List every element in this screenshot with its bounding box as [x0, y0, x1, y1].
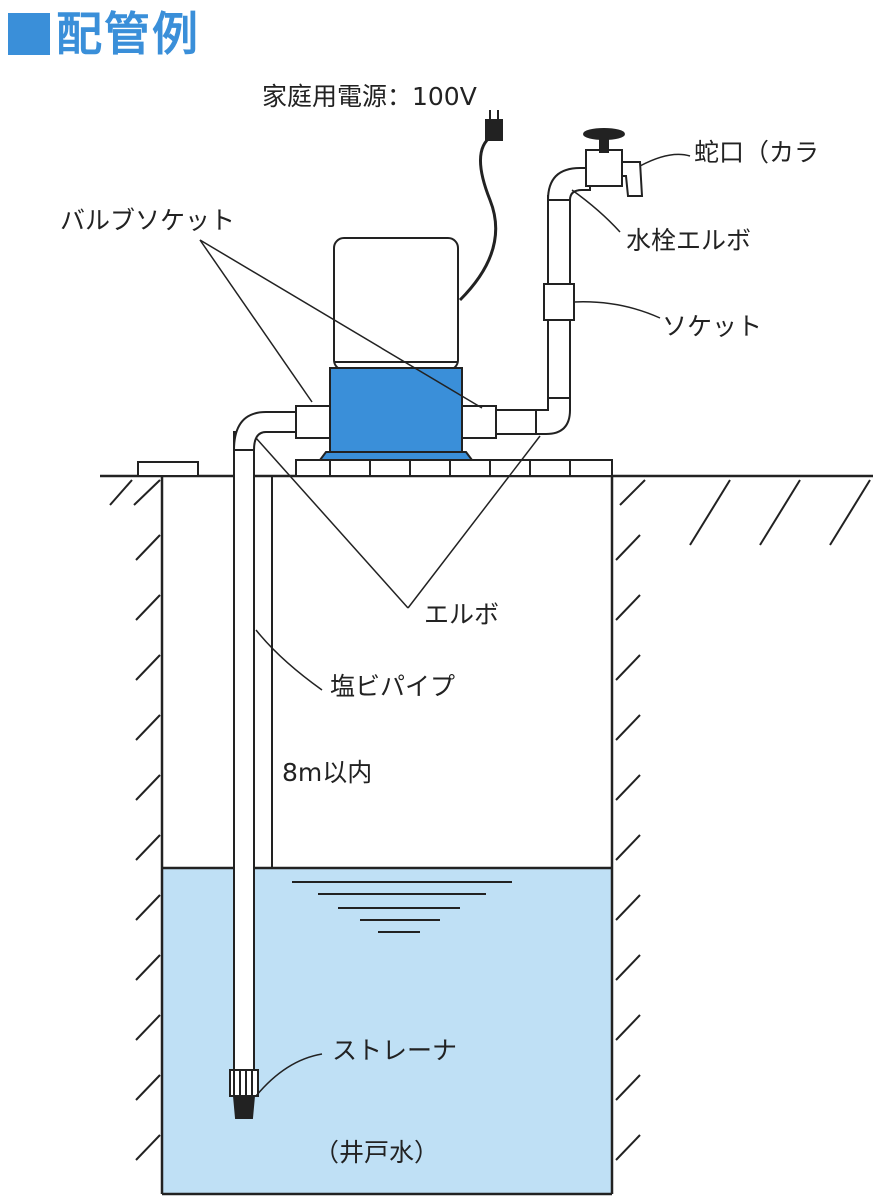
pump-foot [318, 451, 474, 461]
label-strainer: ストレーナ [332, 1036, 458, 1065]
valve-socket-right [461, 405, 497, 439]
outlet-elbow [535, 395, 571, 435]
pump-body [329, 367, 463, 453]
label-socket: ソケット [662, 312, 763, 341]
valve-socket-left [295, 405, 335, 439]
label-hydrant-elbow: 水栓エルボ [626, 226, 752, 255]
power-cord [458, 134, 498, 302]
label-elbow: エルボ [424, 600, 500, 629]
pump-motor-housing [333, 237, 459, 371]
ground-hatch-left [109, 479, 161, 1161]
faucet [583, 128, 644, 197]
label-depth: 8m以内 [282, 758, 373, 787]
strainer [229, 1069, 259, 1119]
suction-elbow [232, 411, 297, 451]
pump [318, 237, 474, 461]
cover-slab-left [137, 461, 199, 477]
diagram-title: 配管例 [8, 4, 200, 64]
label-pvc-pipe: 塩ビパイプ [330, 672, 456, 701]
pvc-pipe [233, 431, 255, 1078]
pump-base-slab [295, 459, 613, 477]
label-power-supply: 家庭用電源：100V [262, 82, 477, 111]
title-marker-square [8, 13, 50, 55]
hydrant-elbow [546, 167, 591, 201]
title-text: 配管例 [56, 7, 200, 61]
riser-socket [543, 283, 575, 321]
ground-hatch-right [615, 479, 871, 1161]
label-well-water: （井戸水） [314, 1138, 440, 1167]
outlet-pipe [495, 409, 537, 435]
label-valve-socket: バルブソケット [60, 206, 236, 235]
leader-lines [199, 153, 691, 1097]
power-plug [485, 110, 503, 141]
water-surface-marks [292, 881, 512, 933]
label-faucet: 蛇口（カラ [694, 138, 820, 167]
